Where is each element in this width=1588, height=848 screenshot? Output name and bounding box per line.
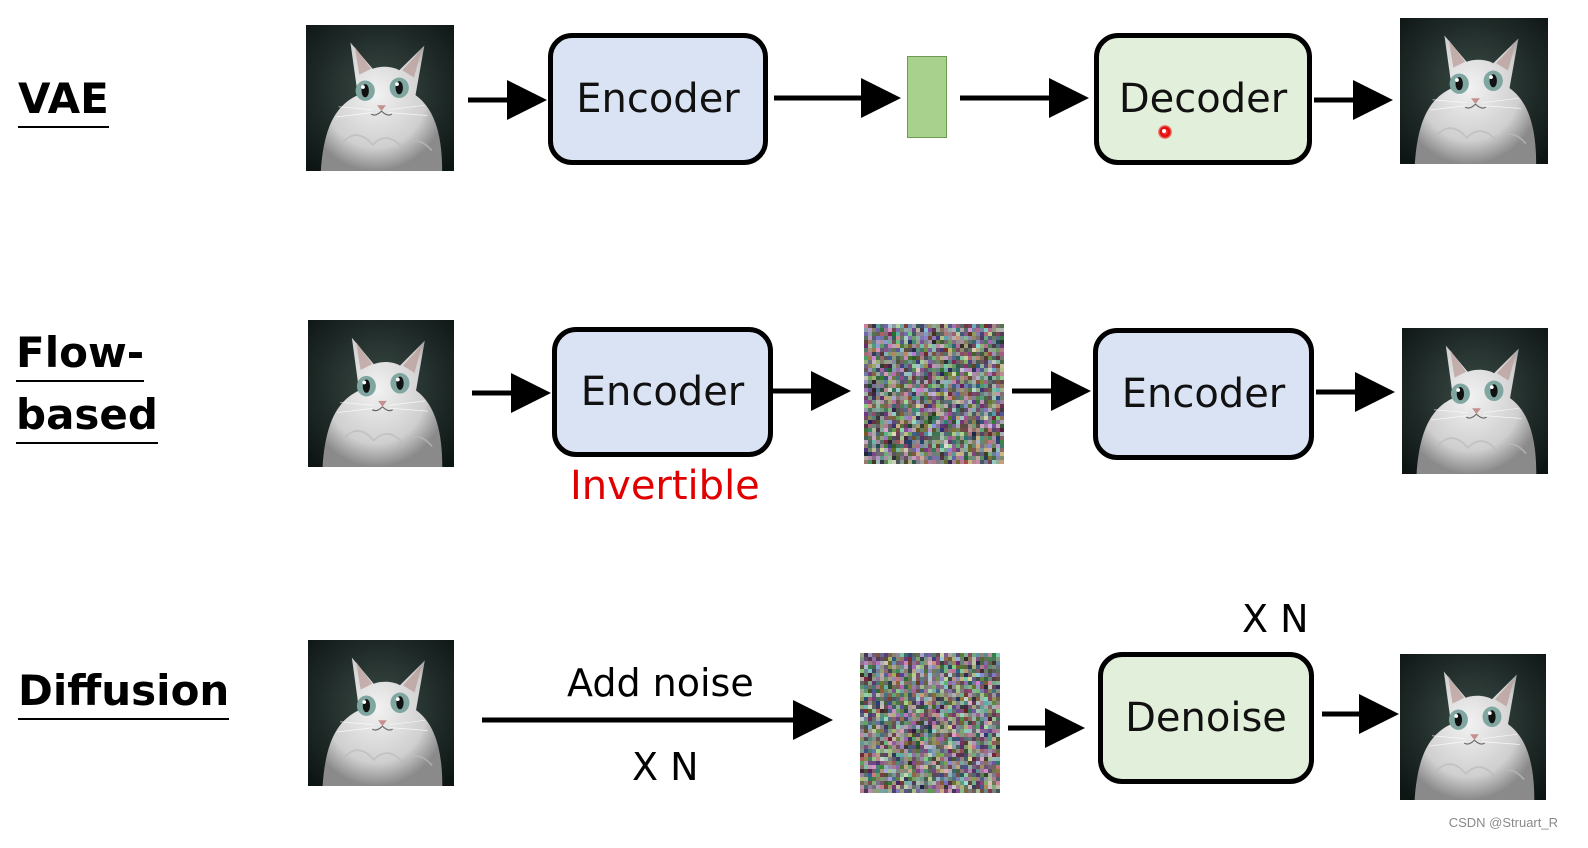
vae-encoder-label: Encoder [576,76,740,122]
cat-photo-icon [308,640,454,786]
cat-photo-icon [1400,654,1546,800]
repeat-n-label-left: X N [632,745,699,789]
label-flow-based: Flow- based [16,332,158,456]
vae-encoder-box: Encoder [548,33,768,165]
cat-photo-icon [1400,18,1548,164]
vae-decoder-label: Decoder [1118,76,1288,122]
cat-photo-icon [1402,328,1548,474]
flow-encoder-box: Encoder [552,327,773,457]
repeat-n-label-right: X N [1242,597,1309,641]
invertible-note: Invertible [570,463,760,509]
watermark: CSDN @Struart_R [1448,815,1558,830]
flow-encoder-right-box: Encoder [1093,328,1314,460]
label-flow-line-1: Flow- [16,332,145,382]
add-noise-label: Add noise [567,661,754,705]
label-diffusion-line-1: Diffusion [18,670,230,720]
label-diffusion: Diffusion [18,670,230,732]
cat-photo-icon [306,25,454,171]
noise-image-icon [860,653,1000,793]
cat-photo-icon [308,320,454,467]
latent-vector [907,56,947,138]
vae-decoder-box: Decoder [1094,33,1312,165]
flow-encoder-label: Encoder [580,369,745,415]
label-vae-line-1: VAE [18,78,109,128]
denoise-label: Denoise [1125,695,1287,741]
laser-pointer-icon [1158,125,1172,139]
noise-image-icon [864,324,1004,464]
label-vae: VAE [18,78,109,140]
denoise-box: Denoise [1098,652,1314,784]
flow-encoder-right-label: Encoder [1121,371,1286,417]
label-flow-line-2: based [16,394,158,444]
